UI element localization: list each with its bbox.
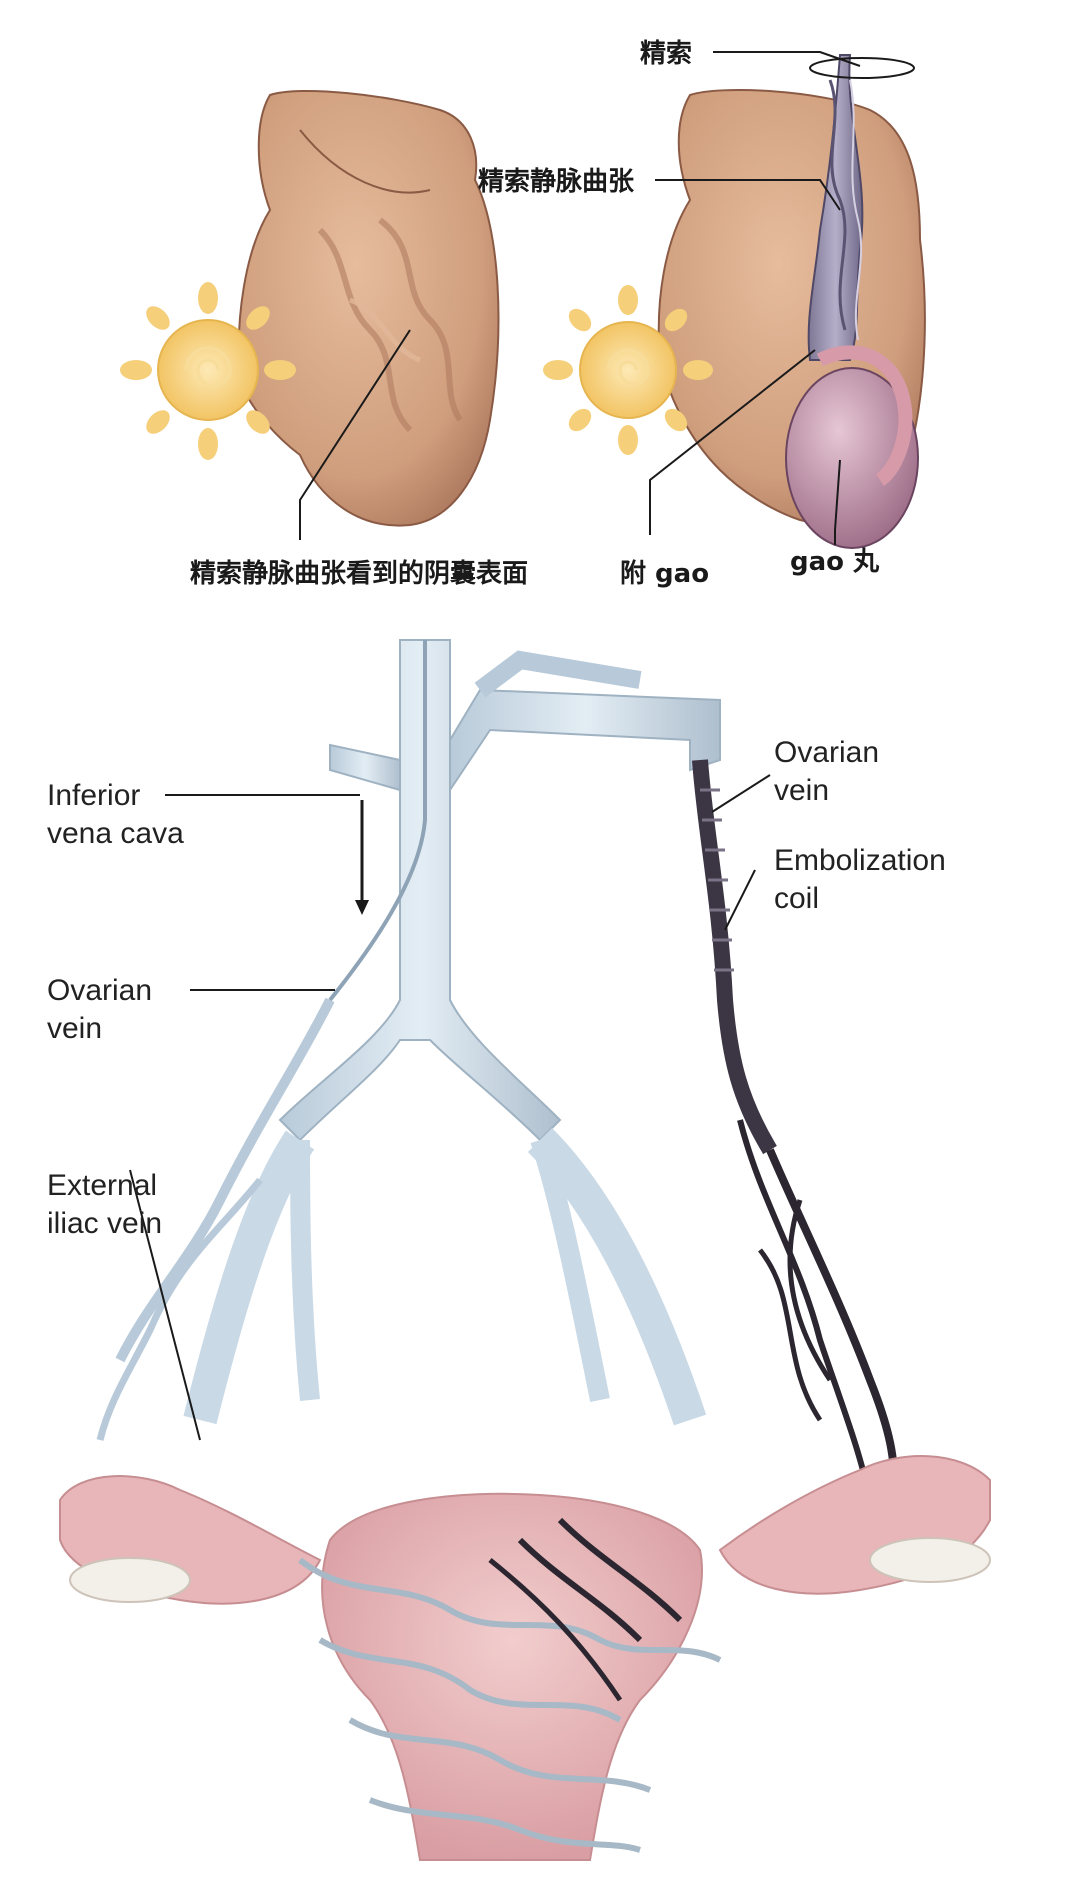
label-coil-2: coil xyxy=(774,882,819,915)
label-ovarian-left-2: vein xyxy=(47,1012,102,1045)
label-ext-iliac-2: iliac vein xyxy=(47,1207,162,1240)
label-epididymis: 附 gao xyxy=(620,559,709,589)
scrotum-left xyxy=(237,89,500,527)
label-scrotal-surface: 精索静脉曲张看到的阴囊表面 xyxy=(190,558,528,589)
label-ovarian-right-1: Ovarian xyxy=(774,736,879,769)
label-ovarian-right-2: vein xyxy=(774,774,829,807)
label-ivc-1: Inferior xyxy=(47,779,140,812)
sun-icon xyxy=(543,285,713,455)
spermatic-cord xyxy=(807,54,915,361)
testis xyxy=(785,345,919,549)
label-testis: gao 丸 xyxy=(790,547,880,577)
label-ovarian-left-1: Ovarian xyxy=(47,974,152,1007)
venous-system xyxy=(59,639,991,1861)
label-spermatic-cord: 精索 xyxy=(640,39,692,69)
label-ext-iliac-1: External xyxy=(47,1169,157,1202)
label-varicocele: 精索静脉曲张 xyxy=(478,166,635,197)
sun-icon xyxy=(120,282,296,460)
label-ivc-2: vena cava xyxy=(47,817,184,850)
label-coil-1: Embolization xyxy=(774,844,946,877)
